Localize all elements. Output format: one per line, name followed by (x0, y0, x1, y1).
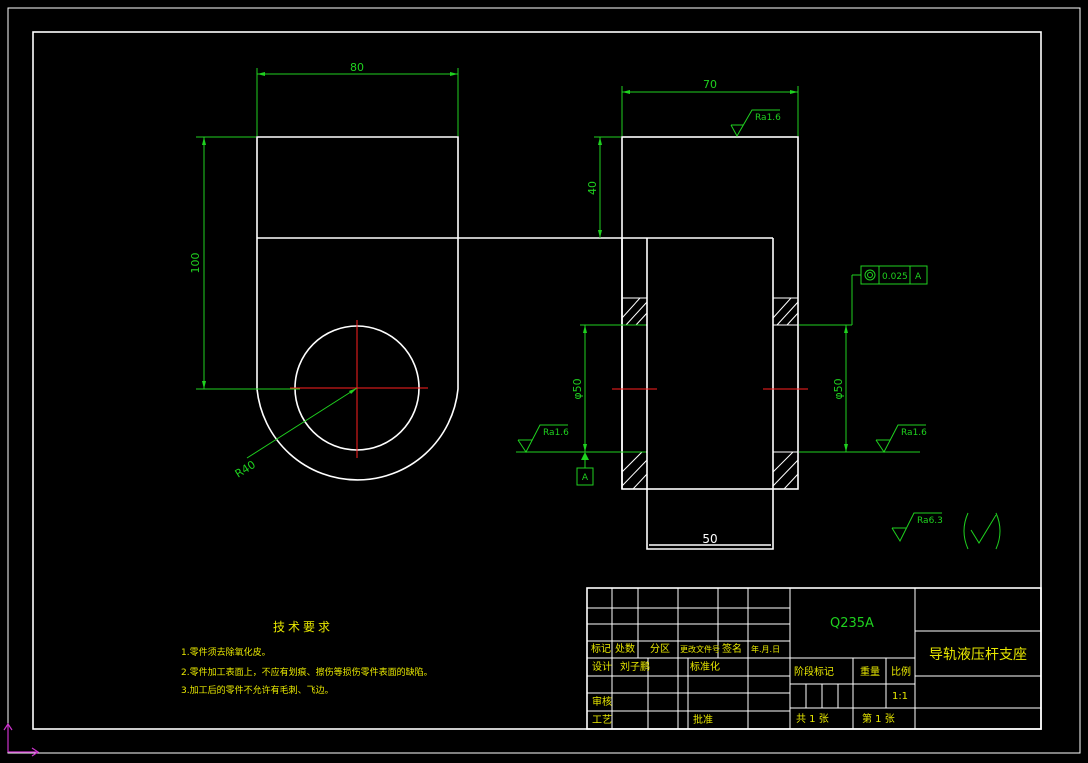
tech-requirements-title: 技术要求 (273, 620, 333, 634)
tolerance-frame: 0.025 A (851, 265, 928, 325)
dim-bore-left-label: φ50 (571, 378, 584, 399)
concentricity-icon (864, 269, 876, 281)
dim-height-left-label: 100 (189, 253, 202, 274)
hatch-bottom-right (772, 451, 799, 490)
bore-section (646, 238, 774, 550)
tb-scale-label: 比例 (891, 665, 911, 678)
tb-rev-sign: 签名 (722, 642, 742, 655)
tb-design-label: 设计 (592, 660, 612, 673)
tb-rev-date: 年.月.日 (751, 644, 780, 654)
tech-requirements: 技术要求 1.零件须去除氧化皮。 2.零件加工表面上，不应有划痕、擦伤等损伤零件… (181, 620, 433, 696)
side-outline (621, 136, 799, 490)
title-block: 标记 处数 分区 更改文件号 签名 年.月.日 设计 刘子鹏 标准化 审核 工艺… (586, 587, 1042, 730)
side-view (458, 136, 808, 550)
tb-material: Q235A (830, 616, 874, 631)
dim-bottom-width: 50 (649, 532, 771, 546)
tb-rev-mark: 标记 (591, 643, 611, 655)
dim-width-top-label: 80 (350, 61, 364, 74)
tolerance-value: 0.025 (882, 272, 908, 282)
paren-left (963, 512, 969, 550)
hatch-top-right (772, 297, 799, 326)
tb-stage-label: 阶段标记 (794, 665, 834, 678)
roughness-general: Ra6.3 (891, 512, 1001, 550)
drawing-border (32, 31, 1042, 730)
roughness-top-label: Ra1.6 (755, 113, 781, 123)
dim-width-side: 70 (621, 78, 799, 136)
tech-requirement-2: 2.零件加工表面上，不应有划痕、擦伤等损伤零件表面的缺陷。 (181, 666, 433, 678)
tolerance-datum: A (915, 272, 922, 282)
tb-rev-zone: 分区 (650, 643, 670, 655)
tb-rev-doc: 更改文件号 (680, 644, 720, 654)
paren-right (995, 512, 1001, 550)
tb-scale-value: 1:1 (892, 691, 908, 702)
dim-bottom-width-label: 50 (702, 532, 717, 546)
hatch-bottom-left (621, 451, 648, 490)
roughness-right-label: Ra1.6 (901, 428, 927, 438)
tb-weight-label: 重量 (860, 665, 880, 678)
ucs-icon (3, 722, 40, 757)
tb-review-label: 审核 (592, 695, 612, 708)
front-outline (256, 136, 459, 481)
dim-bore-left: φ50 (516, 324, 646, 453)
dim-bore-right: φ50 (799, 324, 920, 453)
dim-radius-label: R40 (233, 458, 258, 480)
roughness-left: Ra1.6 (517, 424, 569, 453)
datum-marker: A (576, 452, 594, 486)
dim-bore-right-label: φ50 (832, 378, 845, 399)
tech-requirement-3: 3.加工后的零件不允许有毛刺、飞边。 (181, 684, 334, 696)
tb-part-name: 导轨液压杆支座 (929, 647, 1027, 663)
tb-approve-label: 批准 (693, 713, 713, 726)
dim-width-top: 80 (256, 61, 459, 136)
roughness-left-label: Ra1.6 (543, 428, 569, 438)
tb-rev-count: 处数 (615, 642, 635, 655)
dim-radius: R40 (233, 387, 358, 481)
dim-height-left: 100 (189, 136, 300, 390)
tech-requirement-1: 1.零件须去除氧化皮。 (181, 646, 271, 658)
datum-marker-label: A (582, 473, 589, 483)
tb-designer: 刘子鹏 (620, 660, 650, 673)
tb-sheets-total: 共 1 张 (796, 713, 829, 725)
roughness-right: Ra1.6 (875, 424, 927, 453)
tb-sheet-num: 第 1 张 (862, 712, 895, 725)
roughness-general-label: Ra6.3 (917, 516, 943, 526)
check-mark-icon (970, 514, 997, 544)
hatch-top-left (621, 297, 648, 326)
roughness-top: Ra1.6 (730, 109, 781, 138)
dim-depth-top-label: 40 (586, 181, 599, 195)
tb-process-label: 工艺 (592, 714, 612, 726)
dim-depth-top: 40 (586, 136, 621, 238)
tb-standardize-label: 标准化 (690, 660, 720, 673)
front-view (256, 136, 459, 481)
dim-width-side-label: 70 (703, 78, 717, 91)
outer-frame (7, 7, 1081, 754)
